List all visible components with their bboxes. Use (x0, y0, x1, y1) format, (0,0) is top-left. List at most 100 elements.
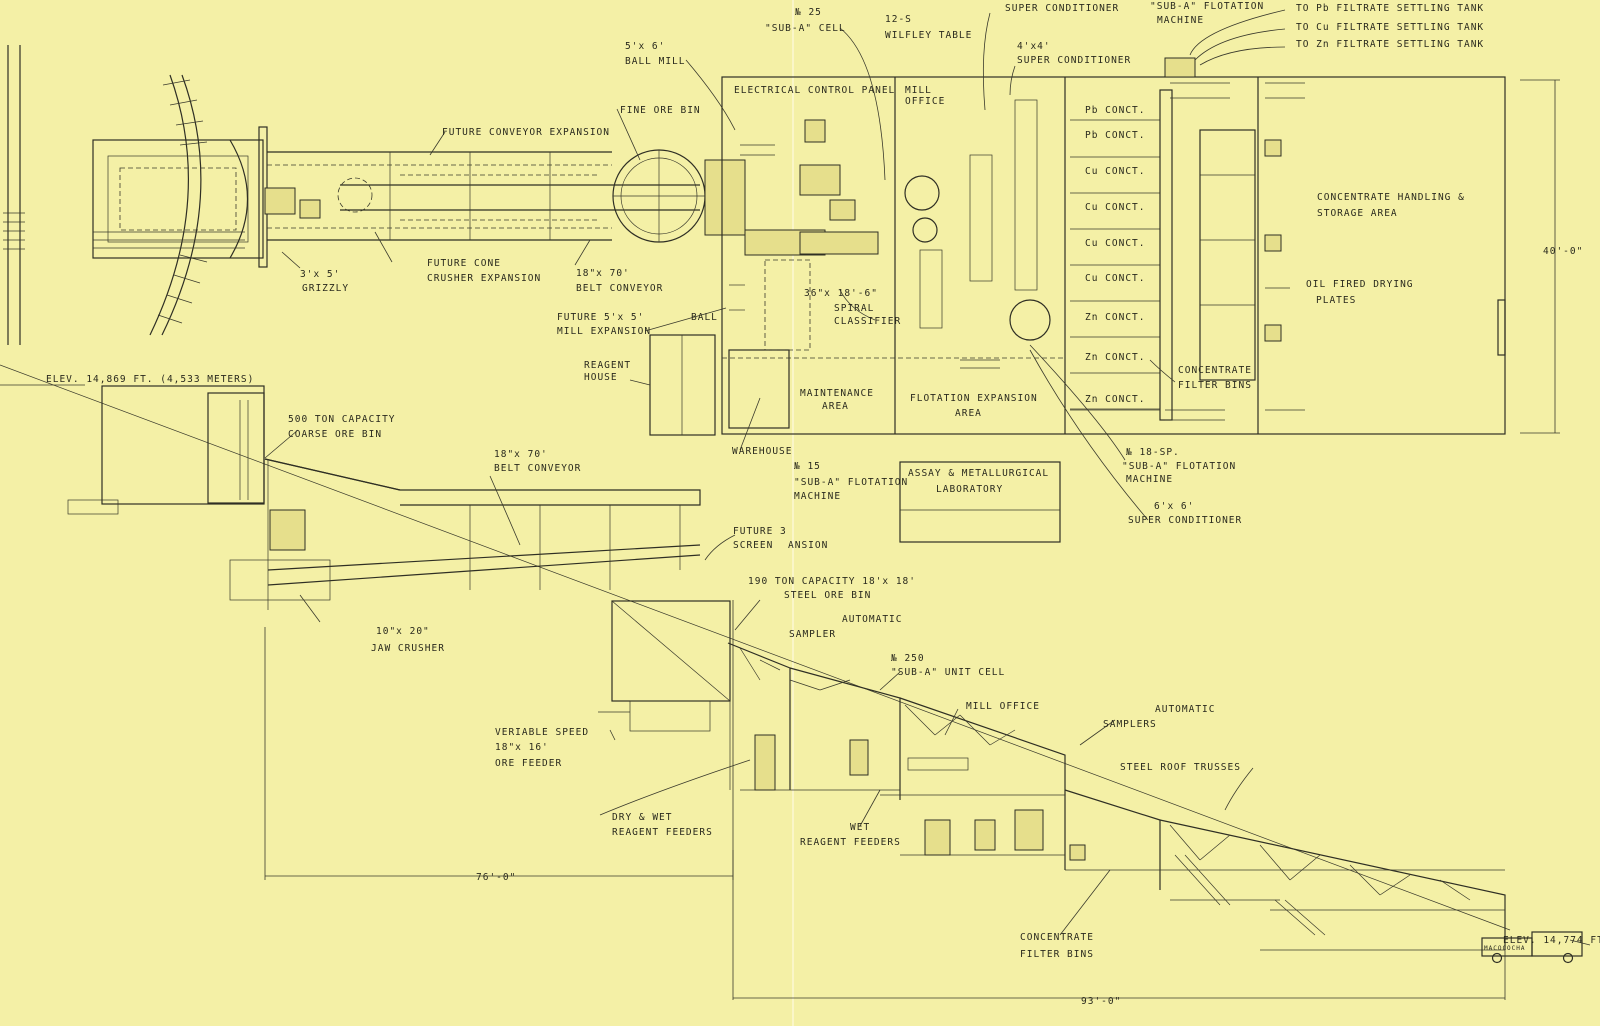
label-elev-top: ELEV. 14,869 FT. (4,533 METERS) (46, 374, 254, 385)
label-belt-section: BELT CONVEYOR (494, 463, 581, 474)
grizzly-structure (92, 126, 321, 268)
label-flotation-machine-top-2: MACHINE (1157, 15, 1204, 26)
label-ball-mill-size: 5'x 6' (625, 41, 665, 52)
curved-rail-track (149, 74, 208, 336)
label-ball-mill: BALL MILL (625, 56, 685, 67)
label-samplers: AUTOMATIC (1155, 704, 1215, 715)
label-reagent-house-2: HOUSE (584, 372, 618, 383)
label-sub-a-cell-25: "SUB-A" CELL (765, 23, 846, 34)
label-wilfley-size: 12-S (885, 14, 912, 25)
label-belt-plan: BELT CONVEYOR (576, 283, 663, 294)
label-machine-18sp-2: MACHINE (1126, 474, 1173, 485)
label-trusses: STEEL ROOF TRUSSES (1120, 762, 1241, 773)
label-dry-wet-2: REAGENT FEEDERS (612, 827, 713, 838)
label-belt-plan-size: 18"x 70' (576, 268, 630, 279)
label-filtrate-pb: TO Pb FILTRATE SETTLING TANK (1296, 3, 1484, 14)
mill-building-section (727, 642, 1506, 951)
plan-view: № 25 "SUB-A" CELL 12-S WILFLEY TABLE SUP… (3, 1, 1583, 543)
label-warehouse: WAREHOUSE (732, 446, 792, 457)
label-maintenance-2: AREA (822, 401, 849, 412)
label-fine-bin-cap: 190 TON CAPACITY 18'x 18' (748, 576, 916, 587)
label-conct-4: Cu CONCT. (1085, 202, 1145, 213)
label-assay: ASSAY & METALLURGICAL (908, 468, 1049, 479)
label-future-mill-2: MILL EXPANSION (557, 326, 651, 337)
label-future-mill: FUTURE 5'x 5' (557, 312, 644, 323)
section-view: MACOCOCHA (0, 364, 1600, 1007)
label-filtrate-cu: TO Cu FILTRATE SETTLING TANK (1296, 22, 1484, 33)
label-mill-office-section: MILL OFFICE (966, 701, 1040, 712)
label-conct-7: Zn CONCT. (1085, 312, 1145, 323)
label-width-dim: 40'-0" (1543, 246, 1583, 257)
fine-ore-bin-plan (612, 149, 746, 243)
label-super-cond-6x6: SUPER CONDITIONER (1128, 515, 1242, 526)
plan-leaders (281, 9, 1290, 521)
label-samplers-2: SAMPLERS (1103, 719, 1157, 730)
mill-building-plan (649, 57, 1560, 543)
label-future-conveyor: FUTURE CONVEYOR EXPANSION (442, 127, 610, 138)
label-oil-fired: OIL FIRED DRYING (1306, 279, 1414, 290)
truck-label: MACOCOCHA (1484, 945, 1526, 952)
label-electrical-panel: ELECTRICAL CONTROL PANEL (734, 85, 895, 96)
label-future-mill-ball: BALL (691, 312, 718, 323)
label-conct-9: Zn CONCT. (1085, 394, 1145, 405)
section-labels: ELEV. 14,869 FT. (4,533 METERS) 500 TON … (46, 374, 1600, 1007)
label-super-cond-4x4-size: 4'x4' (1017, 41, 1051, 52)
label-mill-office-plan-2: OFFICE (905, 96, 945, 107)
label-reagent-house: REAGENT (584, 360, 631, 371)
label-spiral-size: 36"x 18'-6" (804, 288, 878, 299)
label-machine-18sp-num: № 18-SP. (1126, 447, 1180, 458)
label-auto-sampler-2: SAMPLER (789, 629, 836, 640)
label-unit-cell: "SUB-A" UNIT CELL (891, 667, 1005, 678)
plan-conveyor (267, 151, 700, 241)
label-elev-bottom: ELEV. 14,774 FT. (1503, 935, 1600, 946)
label-dim-93: 93'-0" (1081, 996, 1121, 1007)
label-belt-section-size: 18"x 70' (494, 449, 548, 460)
label-filter-bins-plan-2: FILTER BINS (1178, 380, 1252, 391)
label-machine-15-num: № 15 (794, 461, 821, 472)
label-machine-15: "SUB-A" FLOTATION (794, 477, 908, 488)
label-super-conditioner-top: SUPER CONDITIONER (1005, 3, 1119, 14)
label-feeder-speed: VERIABLE SPEED (495, 727, 589, 738)
label-future-cone: FUTURE CONE (427, 258, 501, 269)
label-assay-2: LABORATORY (936, 484, 1003, 495)
label-coarse-bin: COARSE ORE BIN (288, 429, 382, 440)
label-conct-2: Pb CONCT. (1085, 130, 1145, 141)
label-future-cone-2: CRUSHER EXPANSION (427, 273, 541, 284)
label-conct-6: Cu CONCT. (1085, 273, 1145, 284)
label-conct-3: Cu CONCT. (1085, 166, 1145, 177)
label-unit-cell-num: № 250 (891, 653, 925, 664)
label-wilfley-table: WILFLEY TABLE (885, 30, 972, 41)
section-dimensions (264, 600, 1506, 1000)
label-conct-1: Pb CONCT. (1085, 105, 1145, 116)
label-flot-expansion: FLOTATION EXPANSION (910, 393, 1038, 404)
flotation-cells (904, 99, 1051, 369)
coarse-ore-bin-section (67, 385, 265, 515)
label-super-cond-6x6-size: 6'x 6' (1154, 501, 1194, 512)
rail-track-left (3, 45, 25, 345)
label-jaw-size: 10"x 20" (376, 626, 430, 637)
section-leaders (264, 429, 1591, 946)
label-concentrate-area-2: STORAGE AREA (1317, 208, 1398, 219)
label-flot-expansion-2: AREA (955, 408, 982, 419)
label-grizzly-size: 3'x 5' (300, 269, 340, 280)
label-conct-8: Zn CONCT. (1085, 352, 1145, 363)
label-classifier: CLASSIFIER (834, 316, 901, 327)
label-grizzly: GRIZZLY (302, 283, 349, 294)
label-dim-76: 76'-0" (476, 872, 516, 883)
label-conct-5: Cu CONCT. (1085, 238, 1145, 249)
truck-icon: MACOCOCHA (1481, 931, 1583, 964)
label-feeder: ORE FEEDER (495, 758, 562, 769)
belt-conveyor-section (229, 458, 701, 610)
label-wet: WET (850, 822, 870, 833)
label-wet-2: REAGENT FEEDERS (800, 837, 901, 848)
label-feeder-size: 18"x 16' (495, 742, 549, 753)
label-fine-ore-bin: FINE ORE BIN (620, 105, 701, 116)
label-filter-bins-section: CONCENTRATE (1020, 932, 1094, 943)
label-machine-18sp: "SUB-A" FLOTATION (1122, 461, 1236, 472)
label-screen-2: SCREEN (733, 540, 773, 551)
label-maintenance: MAINTENANCE (800, 388, 874, 399)
stairs-section (1174, 854, 1326, 936)
label-filtrate-zn: TO Zn FILTRATE SETTLING TANK (1296, 39, 1484, 50)
label-super-cond-4x4: SUPER CONDITIONER (1017, 55, 1131, 66)
